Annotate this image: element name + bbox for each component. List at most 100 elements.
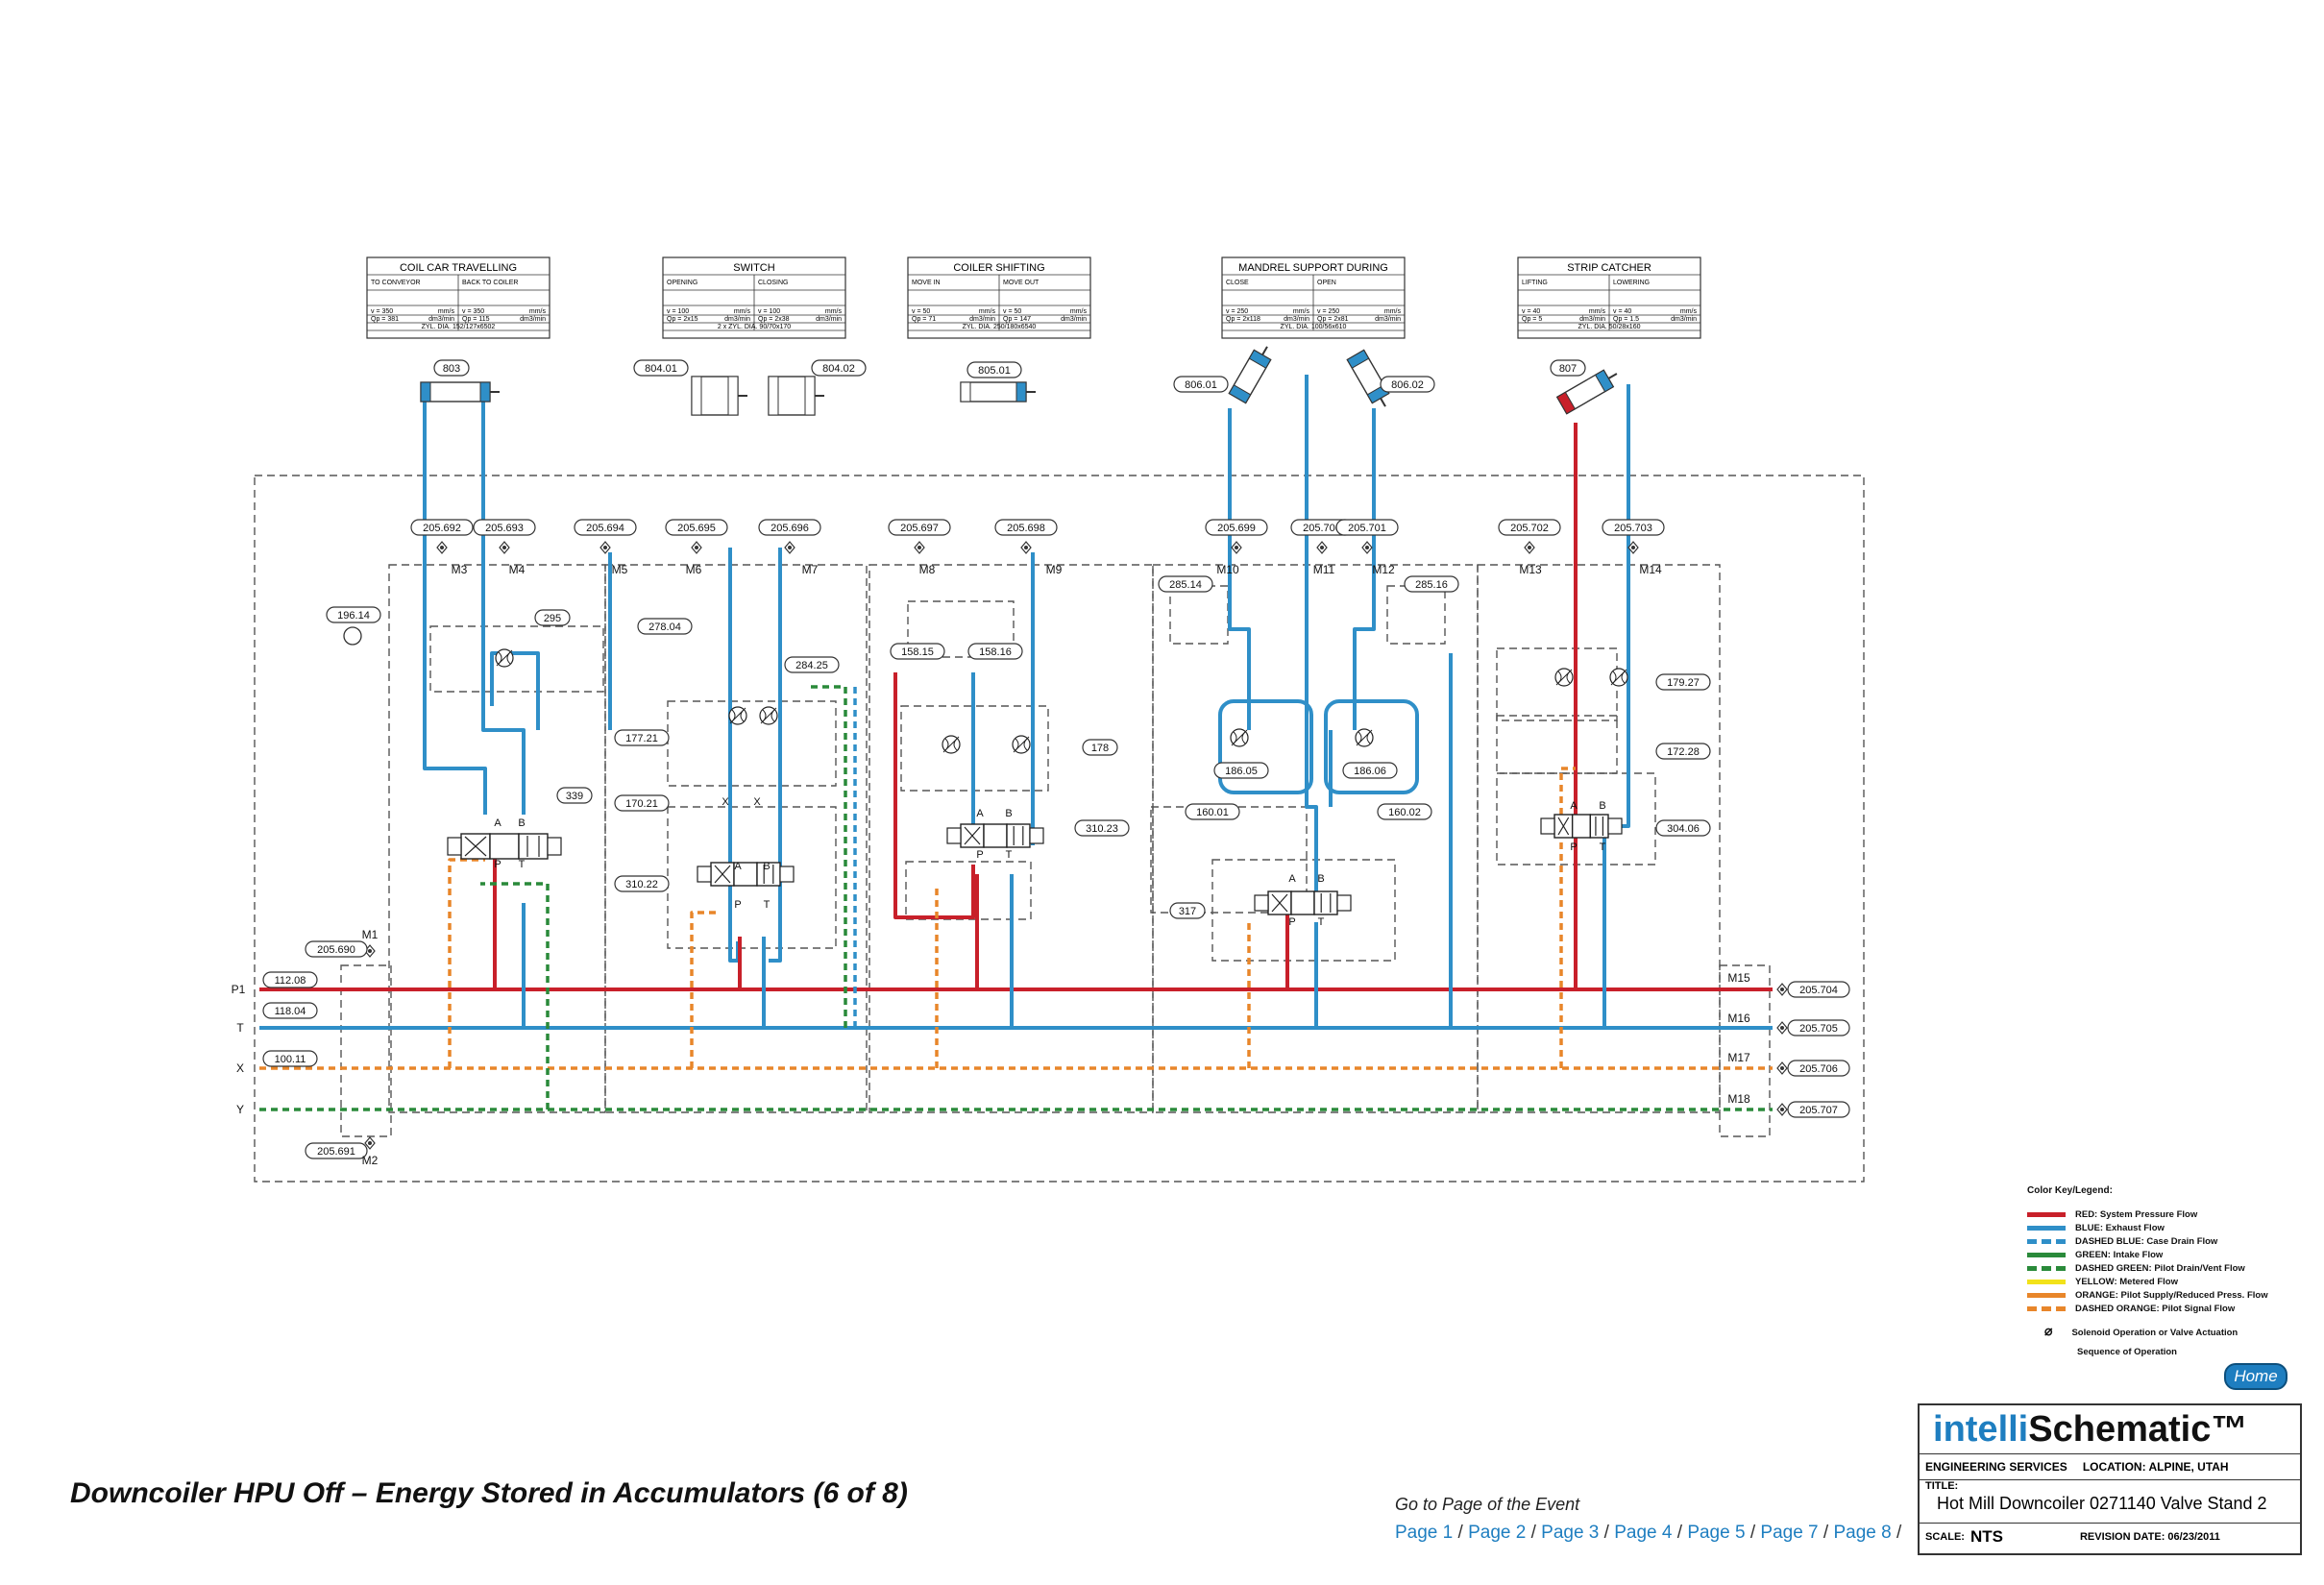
nav-links: Page 1 / Page 2 / Page 3 / Page 4 / Page… — [1395, 1523, 1901, 1544]
tag-text: 205.700 — [1303, 523, 1341, 534]
nav-page-link[interactable]: Page 7 — [1760, 1523, 1819, 1543]
table-qunit: dm3/min — [1061, 316, 1087, 323]
home-button[interactable]: Home — [2224, 1363, 2287, 1390]
throttle-check-icon — [1554, 668, 1574, 687]
legend-item: RED: System Pressure Flow — [2027, 1207, 2268, 1221]
nav-page-link[interactable]: Page 5 — [1687, 1523, 1746, 1543]
gauge-port-label: M14 — [1639, 563, 1662, 576]
nav-separator: / — [1599, 1523, 1615, 1543]
table-vunit: mm/s — [825, 308, 843, 315]
nav-page-link[interactable]: Page 3 — [1541, 1523, 1600, 1543]
nav-separator: / — [1818, 1523, 1834, 1543]
table-vunit: mm/s — [734, 308, 751, 315]
table-q2: Qp = 2x81 — [1317, 316, 1349, 323]
tag-text: 158.15 — [901, 646, 934, 658]
table-qunit: dm3/min — [428, 316, 454, 323]
tag-text: 317 — [1179, 906, 1196, 917]
test-point-dot — [1024, 546, 1028, 549]
section4-line — [1228, 408, 1251, 730]
gauge-port-label: M11 — [1313, 563, 1335, 576]
tag-text: 205.697 — [900, 523, 939, 534]
port-letter: T — [1600, 841, 1606, 853]
test-point-dot — [1320, 546, 1324, 549]
legend-label: GREEN: Intake Flow — [2075, 1249, 2164, 1260]
tag-outline — [665, 519, 728, 536]
test-point-icon — [1231, 541, 1242, 554]
tag-text: 160.02 — [1388, 807, 1421, 818]
legend-swatch — [2027, 1305, 2066, 1311]
table-qunit: dm3/min — [816, 316, 842, 323]
table-q2: Qp = 1.5 — [1613, 316, 1639, 323]
table-dia: ZYL. DIA. 250/180x6540 — [963, 324, 1037, 330]
nav-page-link[interactable]: Page 8 — [1833, 1523, 1892, 1543]
valve-arrow — [1557, 817, 1570, 836]
port-letter: P — [1288, 916, 1295, 928]
solenoid-coil — [697, 866, 712, 883]
mandrel-cylinder-icon — [1228, 346, 1272, 404]
port-letter: X — [722, 796, 729, 808]
throttle-check-icon — [1230, 728, 1249, 747]
gauge-port-label: M17 — [1727, 1051, 1750, 1064]
outlet-block-frame — [1719, 964, 1771, 1137]
nav-separator: / — [1453, 1523, 1469, 1543]
section4-line — [1305, 375, 1318, 903]
sub-assembly-frame — [1496, 715, 1618, 774]
nav-heading: Go to Page of the Event — [1395, 1495, 1580, 1514]
throttle-arrow — [760, 707, 777, 724]
tag-text: 205.696 — [771, 523, 809, 534]
test-point-icon — [1776, 1021, 1788, 1035]
tag-outline — [1787, 1060, 1850, 1077]
cylinder-tag: 806.01 — [1173, 376, 1229, 393]
table-qunit: dm3/min — [1671, 316, 1697, 323]
valve-section-frame — [1477, 564, 1721, 1113]
table-v1: v = 250 — [1226, 308, 1248, 315]
tag-outline — [1655, 743, 1711, 760]
throttle-arrow — [496, 649, 513, 667]
inlet-block-frame — [340, 964, 392, 1137]
tag-text: 205.694 — [586, 523, 624, 534]
port-letter: B — [518, 817, 525, 829]
table-qunit: dm3/min — [1284, 316, 1309, 323]
test-point-tag: 205.698 — [994, 519, 1058, 536]
tag-outline — [784, 656, 840, 673]
component-tag: 186.05 — [1213, 762, 1269, 779]
test-point-icon — [1020, 541, 1032, 554]
test-point-tag: 205.704 — [1787, 981, 1850, 998]
tag-outline — [890, 643, 945, 660]
valve-arrow — [964, 826, 981, 845]
throttle-arrow — [1555, 669, 1573, 686]
tag-text: 160.01 — [1196, 807, 1229, 818]
line-label: T — [236, 1021, 244, 1035]
legend-item: DASHED ORANGE: Pilot Signal Flow — [2027, 1302, 2268, 1315]
legend-swatch — [2027, 1252, 2066, 1257]
test-point-icon — [1776, 1103, 1788, 1116]
table-col1: OPENING — [667, 280, 697, 286]
solenoid-coil — [1540, 817, 1555, 835]
tag-text: 118.04 — [275, 1006, 306, 1017]
tag-text: 807 — [1559, 363, 1577, 375]
nav-page-link[interactable]: Page 2 — [1468, 1523, 1527, 1543]
directional-valve-icon — [697, 862, 795, 887]
port-letter: B — [1317, 873, 1324, 885]
tag-text: 310.22 — [625, 879, 658, 890]
tag-outline — [1185, 803, 1240, 820]
tag-outline — [262, 1002, 318, 1019]
test-point-tag: 205.706 — [1787, 1060, 1850, 1077]
nav-page-link[interactable]: Page 4 — [1614, 1523, 1673, 1543]
tag-text: 186.05 — [1225, 766, 1258, 777]
solenoid-coil — [1336, 894, 1352, 912]
table-vunit: mm/s — [1384, 308, 1402, 315]
tag-text: 172.28 — [1667, 746, 1700, 758]
legend-swatch — [2027, 1265, 2066, 1271]
throttle-check-icon — [759, 706, 778, 725]
sub-assembly-frame — [1169, 585, 1229, 645]
nav-page-link[interactable]: Page 1 — [1395, 1523, 1454, 1543]
pressure-gauge-icon — [343, 626, 362, 646]
gauge-port-label: M1 — [362, 928, 379, 941]
table-dia: ZYL. DIA. 50/28x160 — [1578, 324, 1641, 330]
port-letter: P — [734, 899, 741, 911]
tag-outline — [1082, 739, 1118, 756]
